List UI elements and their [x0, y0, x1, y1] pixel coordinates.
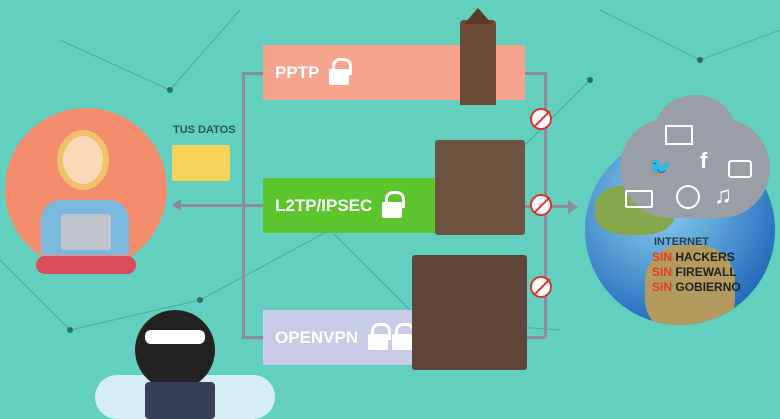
internet-item: GOBIERNO [675, 280, 741, 294]
lock-icon [392, 322, 416, 350]
twitter-icon: 🐦 [648, 157, 673, 179]
protocol-label: L2TP/IPSEC [275, 195, 373, 215]
skype-icon [676, 185, 700, 209]
camera-icon [728, 160, 752, 178]
hacker-illustration [95, 310, 275, 419]
blocked-spy-icon [530, 108, 552, 130]
internet-title: INTERNET [654, 236, 709, 248]
data-document-icon [172, 145, 230, 181]
lock-icon [329, 57, 353, 85]
credit-card-icon [625, 190, 653, 208]
internet-item: FIREWALL [675, 265, 737, 279]
facebook-icon: f [700, 148, 708, 173]
protocol-label: PPTP [275, 62, 320, 82]
user-illustration [5, 108, 167, 270]
data-label: TUS DATOS [173, 124, 236, 136]
protocol-label: OPENVPN [275, 327, 359, 347]
arrow-right-icon [568, 200, 578, 214]
castle-illustration [435, 140, 525, 235]
internet-item: HACKERS [675, 250, 735, 264]
mail-icon [665, 125, 693, 145]
tower-illustration [460, 20, 496, 105]
lock-icon [382, 190, 406, 218]
blocked-spy-icon [530, 194, 552, 216]
blocked-spy-icon [530, 276, 552, 298]
lock-icon [368, 322, 392, 350]
arrow-left-icon [172, 199, 181, 211]
music-icon: ♫ [714, 182, 732, 209]
internet-panel: INTERNET SIN HACKERS SIN FIREWALL SIN GO… [652, 236, 741, 294]
fortress-illustration [412, 255, 527, 370]
